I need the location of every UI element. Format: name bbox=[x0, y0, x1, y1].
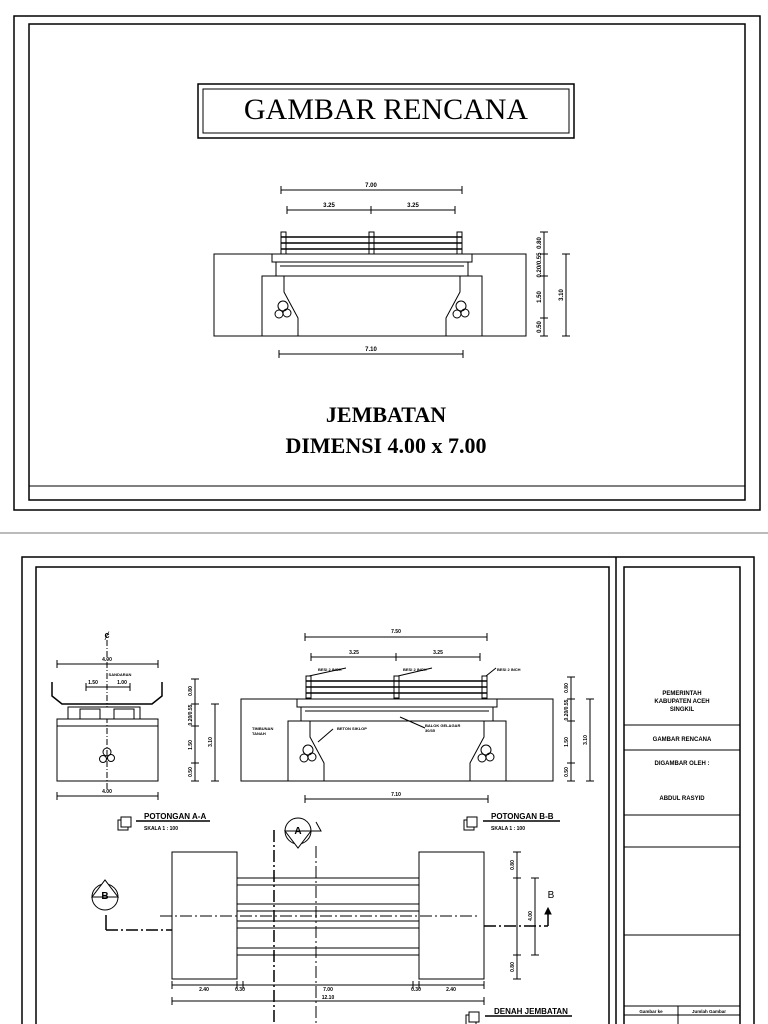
plan-v2: 4.00 bbox=[528, 911, 534, 921]
section-a-inner1: 1.50 bbox=[88, 680, 98, 686]
section-b-right: 3.25 bbox=[433, 650, 443, 656]
sheet-1-outer-border bbox=[13, 15, 761, 511]
section-b-v4: 3.10 bbox=[583, 735, 589, 745]
section-a-drawing bbox=[51, 640, 219, 800]
title-block-drawing: GAMBAR RENCANA bbox=[653, 737, 712, 743]
plan-d4: 0.30 bbox=[411, 987, 421, 993]
sheet-1-subtitle-1: JEMBATAN bbox=[326, 402, 446, 427]
plan-marker-a: A bbox=[294, 826, 301, 837]
section-a-v5: 0.50 bbox=[188, 767, 194, 777]
plan-d5: 2.40 bbox=[446, 987, 456, 993]
section-b-label-1: BESI 2 INCH bbox=[318, 667, 342, 672]
sheet-1-title: GAMBAR RENCANA bbox=[244, 93, 529, 126]
section-b-label-6: BALOK GELAGAR 30/35 bbox=[425, 723, 461, 733]
section-a-title: POTONGAN A-A bbox=[144, 812, 206, 821]
section-b-label-2: BESI 2 INCH bbox=[403, 667, 427, 672]
plan-drawing bbox=[90, 817, 552, 1024]
section-a-v4: 3.10 bbox=[208, 737, 214, 747]
centerline-symbol: ȼ bbox=[104, 630, 109, 640]
sheet-2: PEMERINTAH KABUPATEN ACEH SINGKIL GAMBAR… bbox=[21, 556, 755, 1024]
title-block-drawn-by-label: DIGAMBAR OLEH : bbox=[655, 761, 710, 767]
sheet-1-subtitle-2: DIMENSI 4.00 x 7.00 bbox=[285, 433, 486, 458]
section-a-label: SANDARAN bbox=[109, 672, 132, 677]
sheet-1: GAMBAR RENCANA bbox=[13, 15, 761, 511]
dim-bottom: 7.10 bbox=[365, 347, 377, 353]
section-b-title: POTONGAN B-B bbox=[491, 812, 554, 821]
plan-title: DENAH JEMBATAN bbox=[494, 1007, 568, 1016]
plan-v3: 0.80 bbox=[510, 962, 516, 972]
section-a-v1: 0.80 bbox=[188, 686, 194, 696]
sheet-2-outer-border bbox=[21, 556, 755, 1024]
bridge-elevation-1 bbox=[213, 186, 570, 358]
dim-v2: 0.20/0.55 bbox=[537, 252, 543, 278]
plan-d2: 0.30 bbox=[235, 987, 245, 993]
title-block-total: Jumlah Gambar bbox=[692, 1009, 726, 1014]
section-b-v5: 0.50 bbox=[564, 767, 570, 777]
title-block bbox=[623, 566, 741, 1024]
section-a-width-top: 4.00 bbox=[102, 657, 112, 663]
dim-v4: 3.10 bbox=[559, 289, 565, 301]
section-b-drawing bbox=[240, 633, 594, 803]
dim-right: 3.25 bbox=[407, 203, 419, 209]
plan-title-marker bbox=[465, 1011, 572, 1024]
title-block-drawn-by: ABDUL RASYID bbox=[659, 796, 705, 802]
section-b-scale: SKALA 1 : 100 bbox=[491, 826, 525, 832]
section-b-label-3: BESI 2 INCH bbox=[497, 667, 521, 672]
section-b-overall: 7.50 bbox=[391, 629, 401, 635]
plan-v1: 0.80 bbox=[510, 860, 516, 870]
sheet-1-inner-border bbox=[28, 23, 746, 501]
section-b-label-5: BETON SIKLOP bbox=[337, 726, 367, 731]
title-block-org: PEMERINTAH KABUPATEN ACEH SINGKIL bbox=[654, 691, 710, 712]
dim-v5: 0.50 bbox=[537, 321, 543, 333]
section-b-v2: 0.20/0.55 bbox=[564, 699, 570, 720]
title-block-sheet-no: Gambar ke bbox=[639, 1009, 663, 1014]
section-a-inner2: 1.00 bbox=[117, 680, 127, 686]
plan-d1: 2.40 bbox=[199, 987, 209, 993]
section-a-v2: 0.20/0.55 bbox=[188, 704, 194, 725]
section-a-v3: 1.50 bbox=[188, 740, 194, 750]
sheet-2-drawing-frame bbox=[35, 566, 610, 1024]
section-b-v1: 0.80 bbox=[564, 683, 570, 693]
plan-marker-b: B bbox=[101, 891, 108, 902]
section-a-scale: SKALA 1 : 100 bbox=[144, 826, 178, 832]
section-b-v3: 1.50 bbox=[564, 737, 570, 747]
section-a-marker bbox=[117, 816, 210, 831]
section-b-marker bbox=[463, 816, 560, 831]
title-box: GAMBAR RENCANA bbox=[197, 83, 575, 139]
section-a-width-bottom: 4.00 bbox=[102, 789, 112, 795]
dim-v1: 0.80 bbox=[537, 237, 543, 249]
plan-marker-b-right: B bbox=[548, 890, 555, 901]
section-b-label-4: TIMBUNAN TANAH bbox=[252, 726, 274, 736]
plan-d3: 7.00 bbox=[323, 987, 333, 993]
section-b-left: 3.25 bbox=[349, 650, 359, 656]
dim-v3: 1.50 bbox=[537, 291, 543, 303]
plan-total: 12.10 bbox=[322, 995, 335, 1001]
dim-overall: 7.00 bbox=[365, 183, 377, 189]
dim-left: 3.25 bbox=[323, 203, 335, 209]
section-b-bottom: 7.10 bbox=[391, 792, 401, 798]
